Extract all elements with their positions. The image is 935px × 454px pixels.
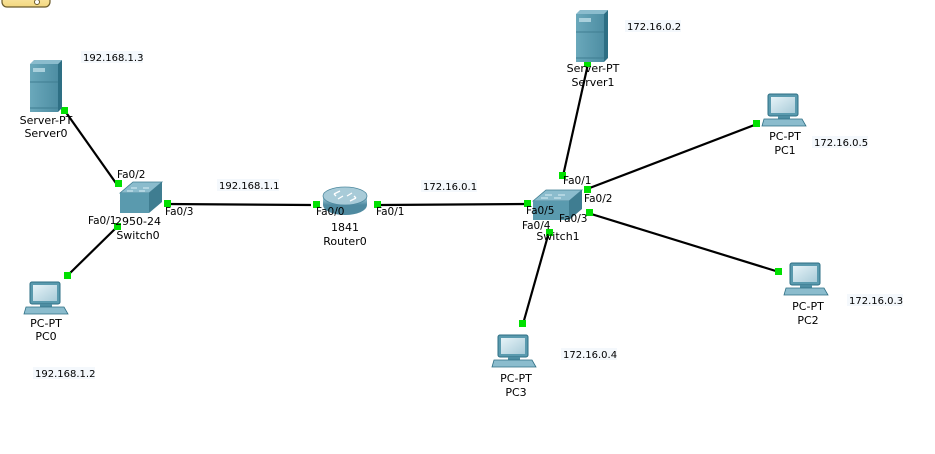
ip-text: 192.168.1.2 — [35, 369, 95, 380]
ip-text: 172.16.0.3 — [849, 296, 903, 307]
device-name: Switch0 — [116, 229, 159, 242]
port-light — [164, 200, 171, 207]
ip-text: 172.16.0.1 — [423, 182, 477, 193]
port-light — [115, 180, 122, 187]
device-model: PC-PT — [500, 372, 532, 385]
device-model: PC-PT — [792, 300, 824, 313]
link-pc2-switch1[interactable] — [587, 211, 780, 274]
ip-text: 172.16.0.2 — [627, 22, 681, 33]
device-name: PC3 — [505, 386, 526, 399]
ip-label-server1[interactable]: 172.16.0.2 — [625, 20, 681, 33]
ip-label-pc1[interactable]: 172.16.0.5 — [812, 136, 868, 149]
link-server1-switch1[interactable] — [561, 63, 590, 177]
ip-text: 172.16.0.4 — [563, 350, 617, 361]
device-switch1[interactable]: Switch1 — [531, 189, 584, 243]
port-light — [775, 268, 782, 275]
ip-label-server0[interactable]: 192.168.1.3 — [81, 51, 143, 64]
port-light — [519, 320, 526, 327]
port-light — [313, 201, 320, 208]
device-name: PC0 — [35, 330, 56, 343]
ip-label-router-lan[interactable]: 192.168.1.1 — [217, 179, 279, 192]
switch-icon — [118, 181, 164, 213]
ip-label-pc3[interactable]: 172.16.0.4 — [561, 348, 617, 361]
pc-icon — [761, 93, 807, 127]
device-pc3[interactable]: PC-PT PC3 — [491, 334, 537, 399]
port-light — [559, 172, 566, 179]
link-server0-switch0[interactable] — [64, 110, 119, 187]
device-server0[interactable]: Server-PT Server0 — [20, 60, 73, 140]
port-label: Fa0/1 — [376, 206, 404, 218]
link-router0-switch1[interactable] — [376, 202, 528, 207]
port-light — [61, 107, 68, 114]
ip-label-pc0[interactable]: 192.168.1.2 — [33, 367, 95, 380]
server-icon — [30, 60, 62, 112]
ip-label-pc2[interactable]: 172.16.0.3 — [847, 294, 903, 307]
port-label: Fa0/4 — [522, 220, 551, 232]
port-label: Fa0/3 — [165, 206, 193, 218]
pc-icon — [23, 281, 69, 315]
port-light — [546, 229, 553, 236]
port-light — [374, 201, 381, 208]
device-name: PC1 — [774, 144, 795, 157]
link-pc1-switch1[interactable] — [586, 122, 758, 191]
port-light — [586, 209, 593, 216]
port-light — [584, 186, 591, 193]
device-switch0[interactable]: 2950-24 Switch0 — [115, 181, 164, 242]
device-model: Server-PT — [20, 114, 73, 127]
switch-icon — [531, 189, 584, 220]
pc-icon — [783, 262, 829, 296]
links — [64, 63, 780, 325]
ip-text: 192.168.1.3 — [83, 53, 143, 64]
ip-text: 192.168.1.1 — [219, 181, 279, 192]
port-label: Fa0/2 — [117, 169, 145, 181]
device-model: PC-PT — [30, 317, 62, 330]
link-pc3-switch1[interactable] — [521, 231, 551, 325]
port-light — [114, 223, 121, 230]
port-label: Fa0/1 — [88, 215, 116, 227]
device-pc1[interactable]: PC-PT PC1 — [761, 93, 807, 157]
port-label: Fa0/5 — [526, 205, 554, 217]
device-name: PC2 — [797, 314, 818, 327]
device-model: 2950-24 — [115, 215, 161, 228]
ip-text: 172.16.0.5 — [814, 138, 868, 149]
port-light — [584, 60, 591, 67]
router-icon — [322, 186, 368, 215]
pc-icon — [491, 334, 537, 368]
port-label: Fa0/1 — [563, 175, 591, 187]
note-icon[interactable] — [1, 0, 51, 8]
port-light — [524, 200, 531, 207]
device-server1[interactable]: Server-PT Server1 — [567, 10, 620, 89]
port-label: Fa0/0 — [316, 206, 344, 218]
device-router0[interactable]: 1841 Router0 — [322, 186, 368, 248]
device-pc2[interactable]: PC-PT PC2 — [783, 262, 829, 327]
port-label: Fa0/3 — [559, 213, 587, 225]
link-switch0-router0[interactable] — [165, 202, 312, 207]
port-label: Fa0/2 — [584, 193, 612, 205]
link-pc0-switch0[interactable] — [66, 225, 119, 277]
device-name: Switch1 — [536, 230, 579, 243]
device-model: PC-PT — [769, 130, 801, 143]
port-light — [753, 120, 760, 127]
port-lights — [61, 60, 782, 327]
port-light — [64, 272, 71, 279]
ip-label-router-wan[interactable]: 172.16.0.1 — [421, 180, 477, 193]
device-name: Server1 — [571, 76, 614, 89]
device-pc0[interactable]: PC-PT PC0 — [23, 281, 69, 343]
device-name: Server0 — [24, 127, 67, 140]
device-model: Server-PT — [567, 62, 620, 75]
device-name: Router0 — [323, 235, 366, 248]
device-model: 1841 — [331, 221, 359, 234]
server-icon — [576, 10, 608, 62]
